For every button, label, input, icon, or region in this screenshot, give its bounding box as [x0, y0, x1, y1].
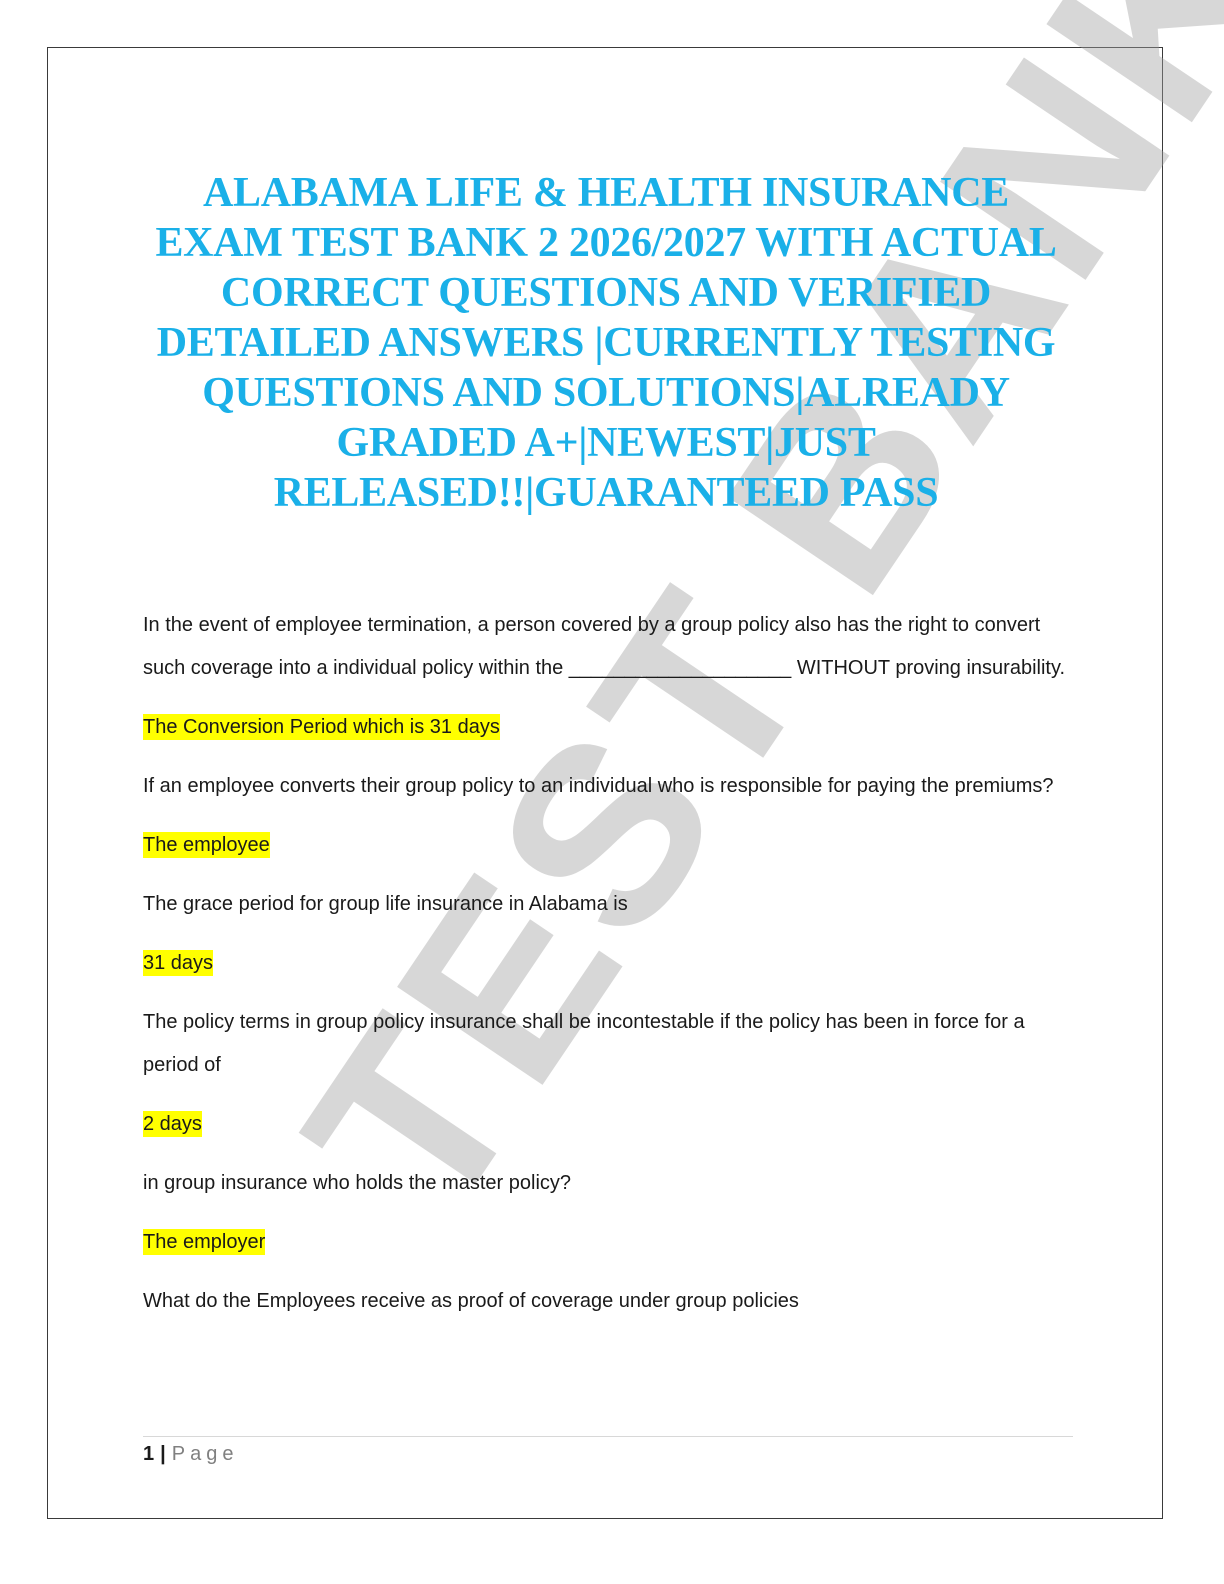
- answer-4: 2 days: [143, 1103, 1073, 1146]
- question-3: The grace period for group life insuranc…: [143, 893, 628, 915]
- footer-separator: |: [160, 1443, 166, 1465]
- question-2: If an employee converts their group poli…: [143, 775, 1054, 797]
- page-footer: 1|Page: [143, 1441, 238, 1467]
- page-number: 1: [143, 1443, 155, 1465]
- answer-highlight: 31 days: [143, 950, 214, 976]
- footer-divider: [143, 1436, 1073, 1437]
- title-line: ALABAMA LIFE & HEALTH INSURANCE: [203, 170, 1009, 216]
- question-6: What do the Employees receive as proof o…: [143, 1290, 799, 1312]
- title-line: EXAM TEST BANK 2 2026/2027 WITH ACTUAL: [155, 220, 1057, 266]
- title-line: CORRECT QUESTIONS AND VERIFIED: [220, 270, 992, 316]
- document-title: ALABAMA LIFE & HEALTH INSURANCE EXAM TES…: [120, 168, 1092, 518]
- page-border: [47, 47, 1163, 1519]
- title-line: GRADED A+|NEWEST|JUST: [336, 420, 876, 466]
- answer-2: The employee: [143, 824, 1073, 867]
- question-1: In the event of employee termination, a …: [143, 614, 1066, 679]
- answer-highlight: 2 days: [143, 1111, 202, 1137]
- page-label: Page: [171, 1443, 239, 1465]
- qa-list: In the event of employee termination, a …: [143, 604, 1073, 1339]
- answer-highlight: The employee: [143, 832, 270, 858]
- title-line: DETAILED ANSWERS |CURRENTLY TESTING: [156, 320, 1056, 366]
- question-5: in group insurance who holds the master …: [143, 1172, 572, 1194]
- answer-3: 31 days: [143, 942, 1073, 985]
- title-line: QUESTIONS AND SOLUTIONS|ALREADY: [202, 370, 1010, 416]
- answer-highlight: The employer: [143, 1229, 266, 1255]
- title-line: RELEASED!!|GUARANTEED PASS: [273, 470, 939, 516]
- answer-1: The Conversion Period which is 31 days: [143, 706, 1073, 749]
- answer-highlight: The Conversion Period which is 31 days: [143, 714, 500, 740]
- question-4: The policy terms in group policy insuran…: [143, 1011, 1025, 1076]
- answer-5: The employer: [143, 1221, 1073, 1264]
